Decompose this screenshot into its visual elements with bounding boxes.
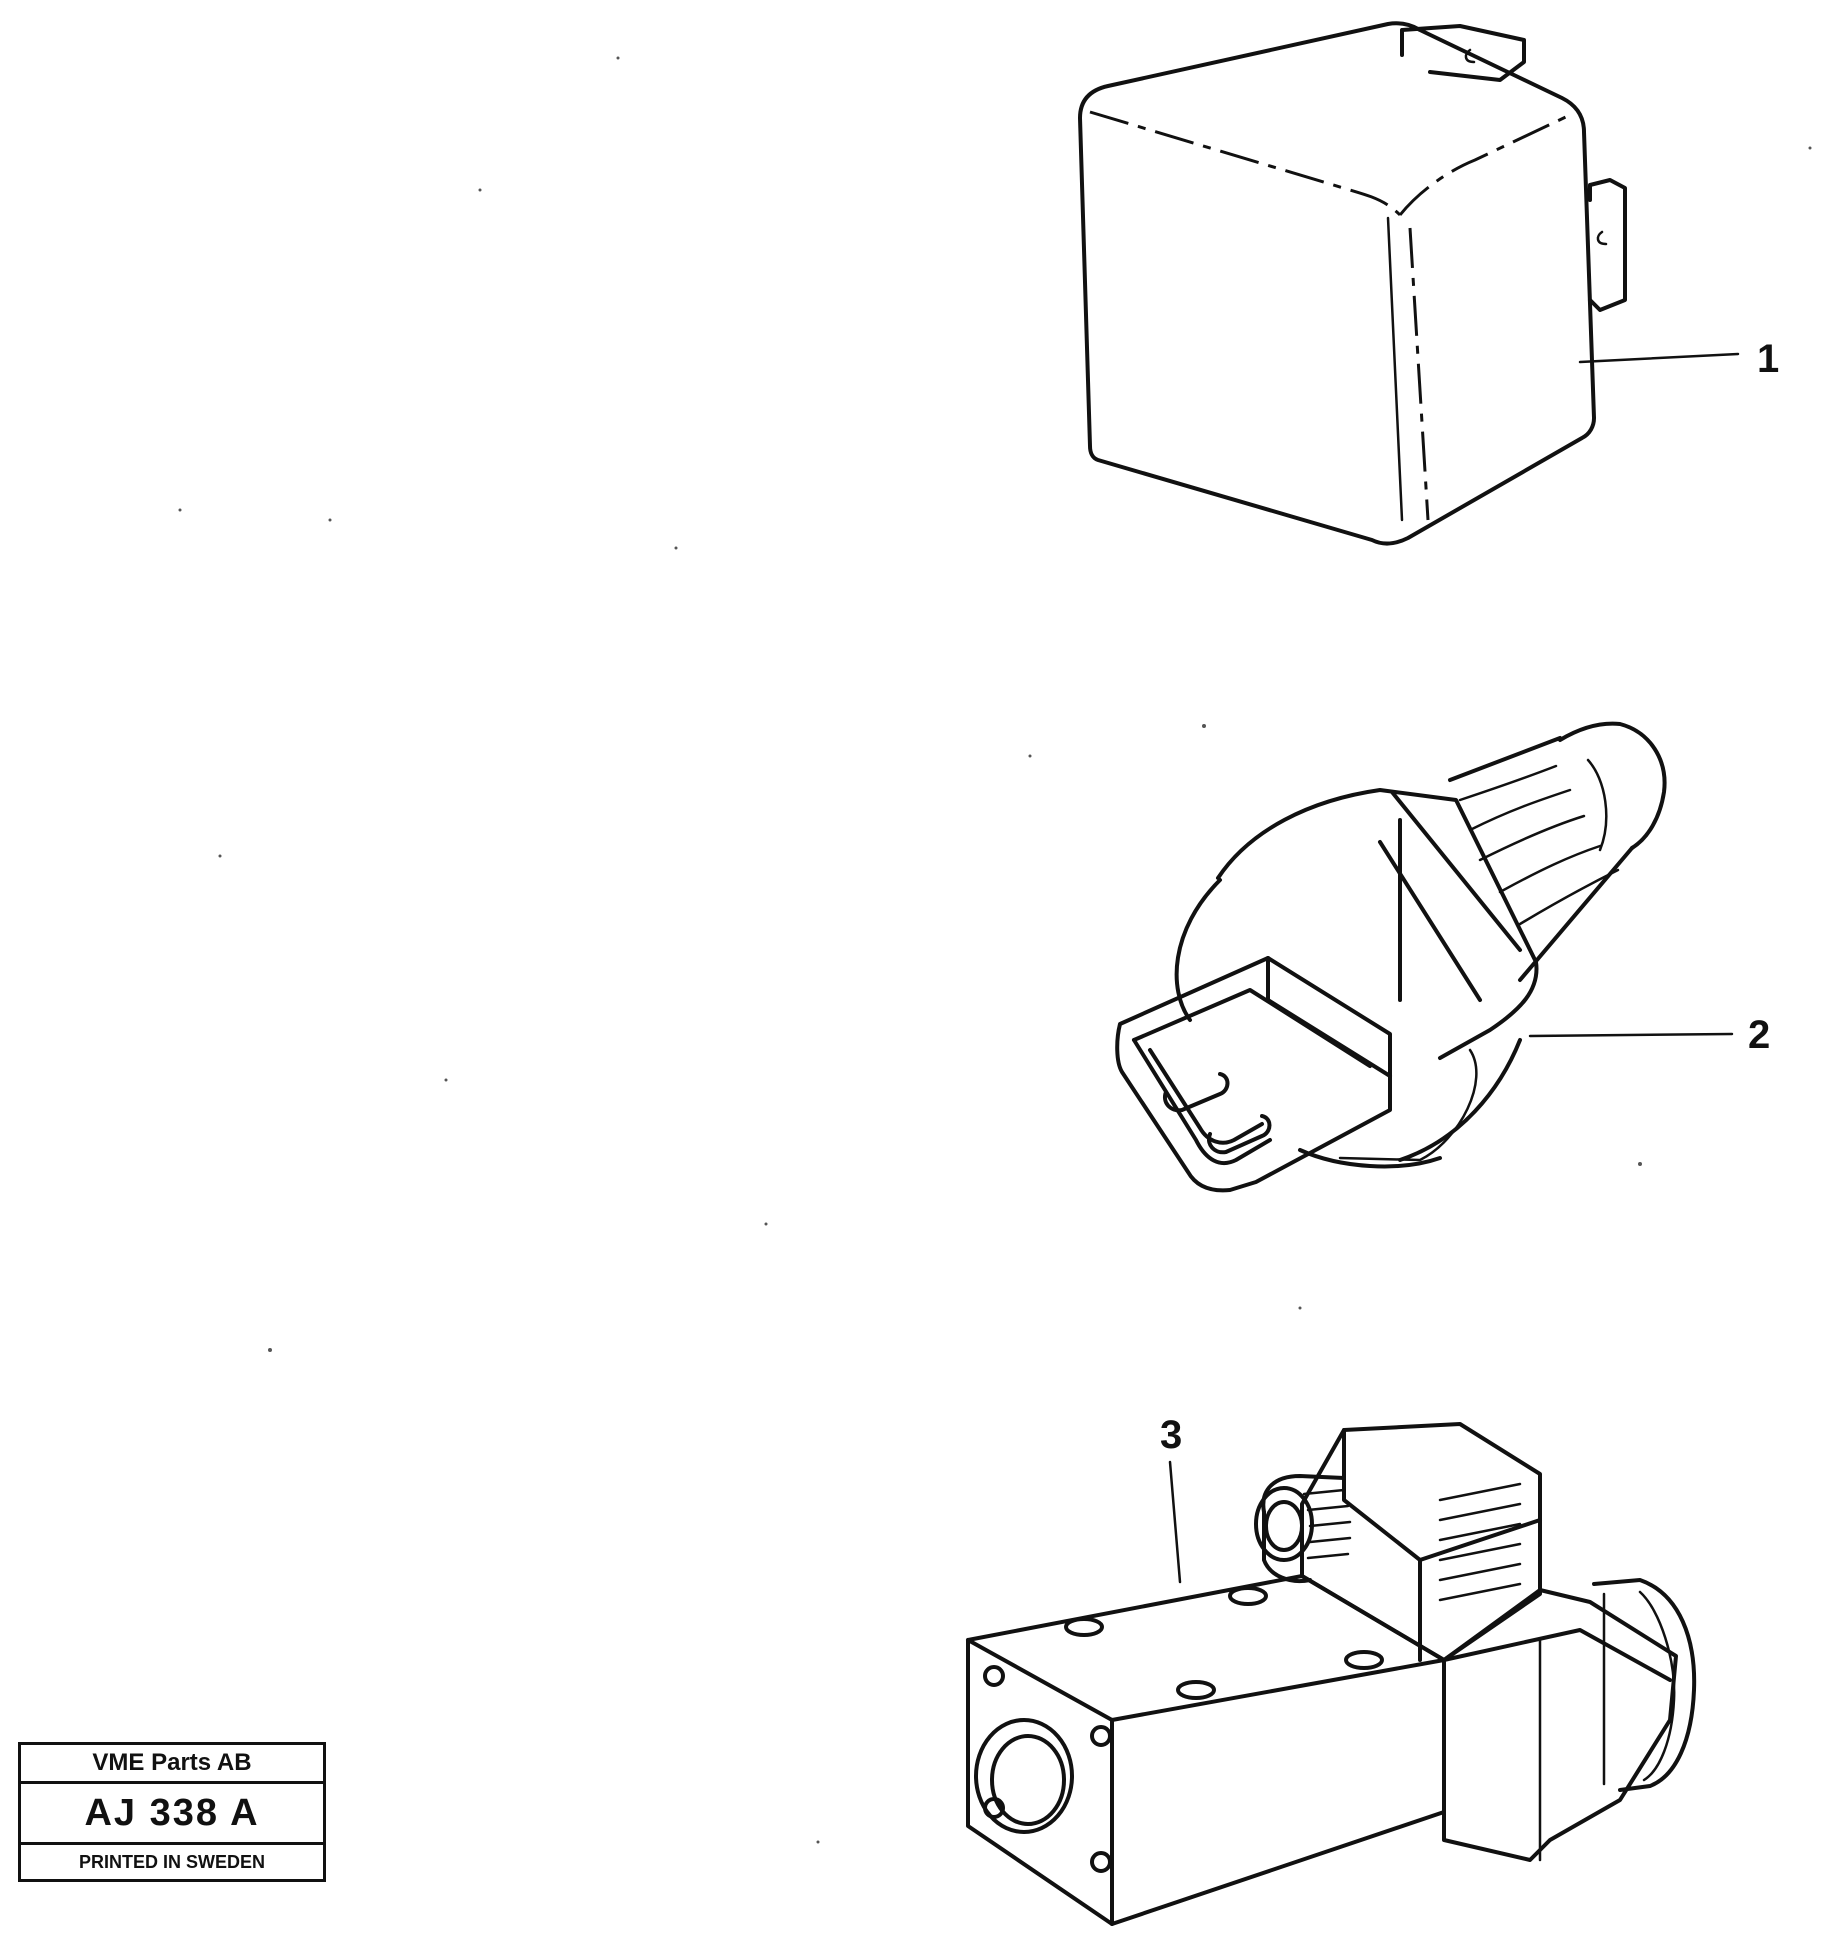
callout-leader-2 — [1528, 1032, 1734, 1038]
callout-label-3: 3 — [1160, 1413, 1182, 1457]
relay-part — [1078, 21, 1740, 546]
drawing-code: AJ 338 A — [21, 1784, 323, 1845]
company-name: VME Parts AB — [21, 1745, 323, 1784]
callout-label-1: 1 — [1757, 337, 1779, 381]
callout-label-2: 2 — [1748, 1013, 1770, 1057]
pressure-switch-part — [1115, 721, 1734, 1193]
printed-note: PRINTED IN SWEDEN — [78, 1852, 265, 1872]
callout-leader-3 — [1168, 1460, 1182, 1584]
callout-leader-1 — [1578, 352, 1740, 364]
scan-specks — [178, 56, 1812, 1844]
solenoid-valve-part — [966, 1422, 1697, 1926]
title-block: VME Parts AB AJ 338 A PRINTED IN SWEDEN — [18, 1742, 326, 1882]
